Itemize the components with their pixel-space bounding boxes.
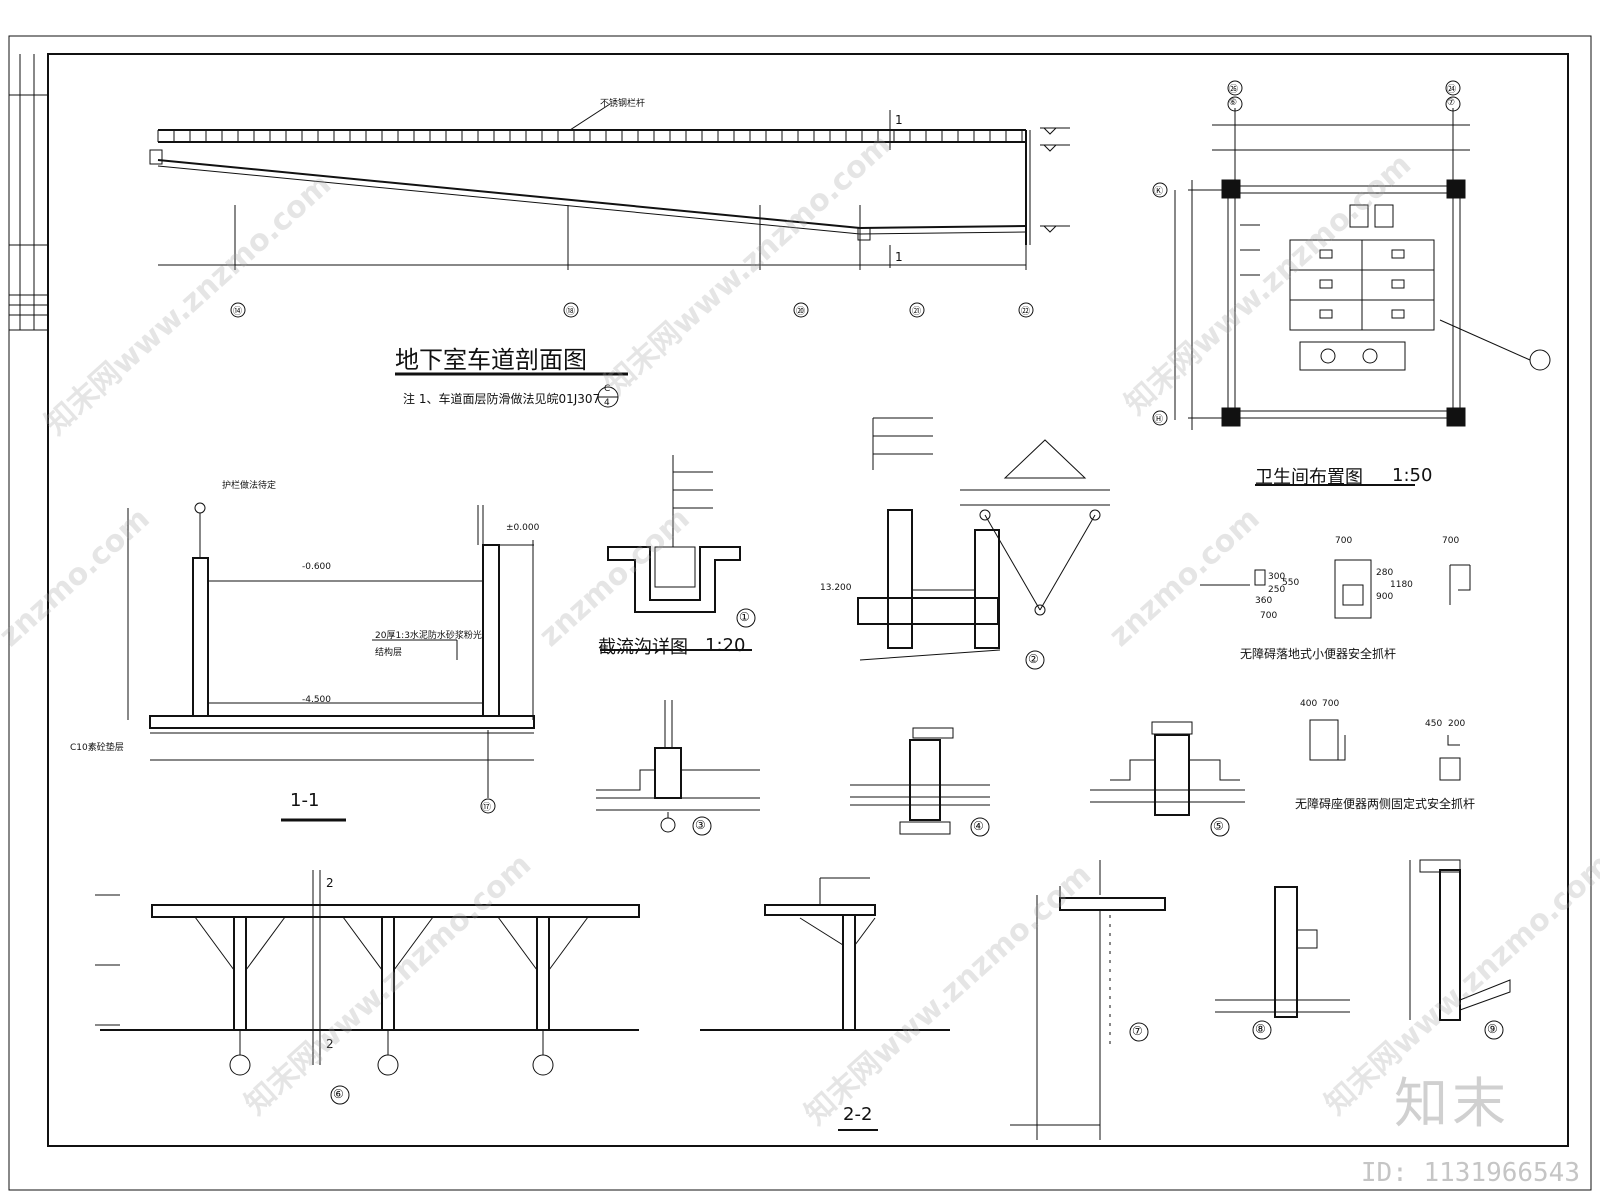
grid-axis-18: ⑱ [566,307,576,317]
dim-550: 550 [1282,578,1300,588]
grid-axis-20: ⑳ [796,307,806,317]
detail-3-number: ③ [695,818,706,832]
section-1-1-axis: ⑰ [482,803,492,813]
toilet-axis-6: ⑥ [1229,98,1238,108]
detail-7-number: ⑦ [1132,1024,1143,1038]
dim-400: 400 [1300,699,1318,709]
section-2-cut-top: 2 [326,876,334,890]
dim-200: 200 [1448,719,1466,729]
dim-280: 280 [1376,568,1394,578]
detail-6-number: ⑥ [333,1087,344,1101]
gutter-detail-scale: 1:20 [705,635,746,656]
image-id: ID: 1131966543 [1360,1158,1580,1188]
detail-5-drawing [1090,721,1245,837]
dim-900: 900 [1376,592,1394,602]
inner-border [47,53,1569,1147]
grid-axis-22: ㉒ [1021,307,1031,317]
section-1-1-drawing [127,502,535,822]
dim-250: 250 [1268,585,1286,595]
toilet-axis-24: ㉔ [1447,85,1457,95]
dim-360: 360 [1255,596,1273,606]
detail-2-drawing [857,417,1110,670]
detail-8-drawing [1215,886,1350,1040]
gutter-detail-title: 截流沟详图 [598,637,688,658]
dim-1180: 1180 [1390,580,1413,590]
section-2-cut-bottom: 2 [326,1037,334,1051]
gutter-detail-drawing [600,455,756,651]
section-2-2-title: 2-2 [843,1104,873,1125]
section-2-2-drawing [700,877,950,1131]
urinal-grab-bar-title: 无障碍落地式小便器安全抓杆 [1240,647,1397,661]
column [194,916,286,1076]
grid-axis-21: ㉑ [912,307,922,317]
label-structure: 结构层 [375,648,403,658]
label-elev-0-6: -0.600 [302,562,332,572]
grab-bar-drawings [1200,559,1471,781]
dim-700-d: 700 [1322,699,1340,709]
label-elev-0: ±0.000 [506,523,540,533]
toilet-plan-scale: 1:50 [1392,465,1433,486]
label-c10: C10素砼垫层 [70,743,124,753]
note-ref-top: C [604,384,611,394]
detail-6-drawing [95,870,640,1105]
detail-9-number: ⑨ [1487,1022,1498,1036]
dim-450: 450 [1425,719,1443,729]
dim-700-a: 700 [1335,536,1353,546]
detail-5-number: ⑤ [1213,819,1224,833]
ramp-section-drawing [149,103,1070,408]
label-rail-tbd: 护栏做法待定 [222,481,277,491]
cut-mark-1-top: 1 [895,113,903,127]
column [497,916,589,1076]
seat-grab-bar-title: 无障碍座便器两侧固定式安全抓杆 [1295,797,1476,811]
toilet-plan-drawing [1152,80,1551,486]
dim-700-c: 700 [1260,611,1278,621]
toilet-plan-title: 卫生间布置图 [1255,467,1363,488]
detail-4-drawing [850,727,990,837]
outer-border [8,35,1592,1191]
label-elev-4-5: -4.500 [302,695,332,705]
toilet-axis-k: Ⓚ [1154,187,1164,197]
detail-1-number: ① [739,610,750,624]
column [342,916,434,1076]
section-1-1-title: 1-1 [290,790,320,811]
dim-700-b: 700 [1442,536,1460,546]
detail-4-number: ④ [973,819,984,833]
elevation-13-2: 13.200 [820,583,852,593]
dim-300: 300 [1268,572,1286,582]
detail-7-drawing [1010,860,1166,1140]
detail-3-drawing [596,700,760,836]
railing-label: 不锈钢栏杆 [600,99,646,109]
title-strip [9,54,48,331]
grid-axis-14: ⑭ [233,307,243,317]
toilet-axis-7: ⑦ [1447,98,1456,108]
ramp-section-note: 注 1、车道面层防滑做法见皖01J307 [403,392,601,406]
brand-logo: 知末 [1394,1072,1510,1135]
note-ref-bottom: 4 [604,398,610,408]
detail-2-number: ② [1028,652,1039,666]
toilet-axis-26: ㉖ [1229,85,1239,95]
label-waterproof: 20厚1:3水泥防水砂浆粉光 [375,631,482,641]
ramp-section-title: 地下室车道剖面图 [395,346,587,374]
detail-8-number: ⑧ [1255,1022,1266,1036]
toilet-axis-h: Ⓗ [1154,415,1164,425]
detail-9-drawing [1409,859,1511,1040]
cut-mark-1-bottom: 1 [895,250,903,264]
